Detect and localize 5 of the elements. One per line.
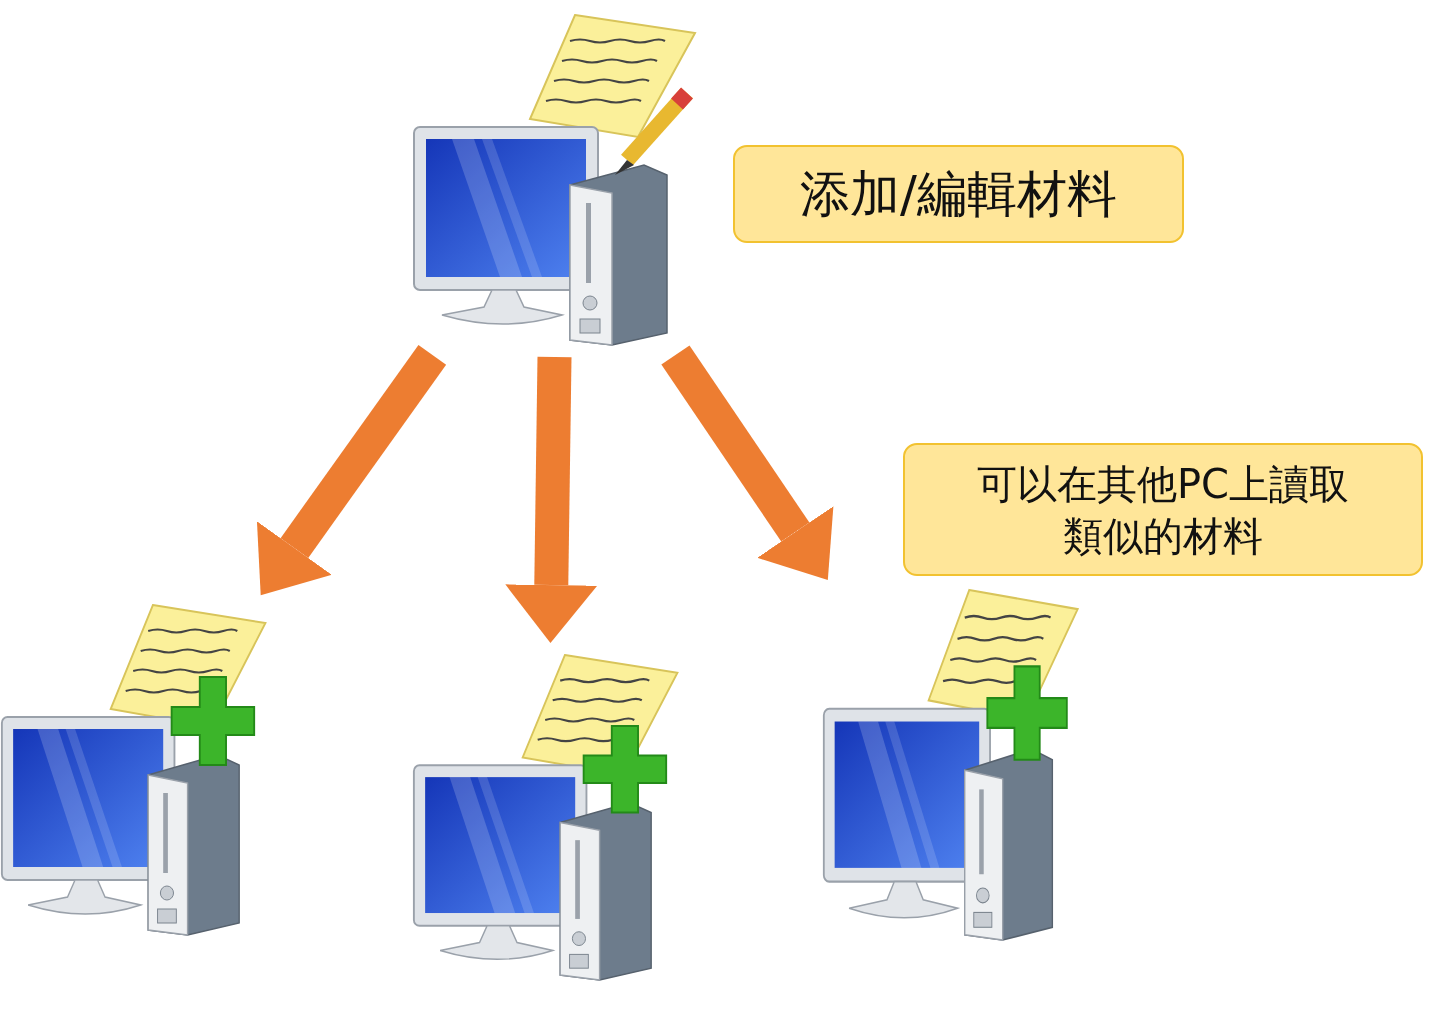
callout-box: 添加/編輯材料 — [733, 145, 1184, 243]
callout-box: 可以在其他PC上讀取類似的材料 — [903, 443, 1423, 576]
arrow — [256, 344, 447, 596]
arrow — [505, 356, 598, 643]
arrow — [661, 345, 834, 581]
